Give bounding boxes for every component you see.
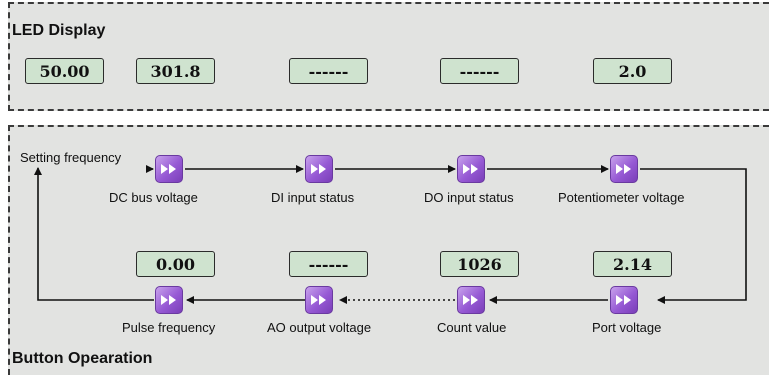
shift-button-pulse-frequency[interactable]: [155, 286, 183, 314]
led-value-4: ------: [440, 58, 519, 84]
di-input-status-label: DI input status: [271, 190, 355, 205]
port-voltage-label: Port voltage: [592, 320, 662, 335]
dc-bus-voltage-label: DC bus voltage: [109, 190, 198, 205]
button-operation-title: Button Opearation: [12, 350, 153, 367]
led-display-title: LED Display: [12, 22, 106, 39]
led-count-value: 1026: [440, 251, 519, 277]
double-right-arrow-icon: [616, 164, 631, 174]
led-value-3: ------: [289, 58, 368, 84]
arrow-pot-to-port: [640, 168, 747, 304]
led-value-1: 50.00: [25, 58, 104, 84]
shift-button-ao-output[interactable]: [305, 286, 333, 314]
double-right-arrow-icon: [311, 295, 326, 305]
potentiometer-voltage-label: Potentiometer voltage: [558, 190, 685, 205]
count-value-label: Count value: [437, 320, 507, 335]
led-pulse-frequency: 0.00: [136, 251, 215, 277]
shift-button-port-voltage[interactable]: [610, 286, 638, 314]
double-right-arrow-icon: [463, 295, 478, 305]
shift-button-do-input[interactable]: [457, 155, 485, 183]
led-value-2: 301.8: [136, 58, 215, 84]
led-value-5: 2.0: [593, 58, 672, 84]
shift-button-count-value[interactable]: [457, 286, 485, 314]
shift-button-potentiometer[interactable]: [610, 155, 638, 183]
led-ao-output: ------: [289, 251, 368, 277]
led-port-voltage: 2.14: [593, 251, 672, 277]
do-input-status-label: DO input status: [424, 190, 514, 205]
pulse-frequency-label: Pulse frequency: [122, 320, 216, 335]
double-right-arrow-icon: [161, 295, 176, 305]
arrow-pulse-to-setting: [34, 167, 154, 301]
double-right-arrow-icon: [616, 295, 631, 305]
shift-button-di-input[interactable]: [305, 155, 333, 183]
ao-output-voltage-label: AO output voltage: [267, 320, 372, 335]
double-right-arrow-icon: [161, 164, 176, 174]
shift-button-dc-bus[interactable]: [155, 155, 183, 183]
setting-frequency-label: Setting frequency: [20, 150, 122, 165]
button-operation-panel: [8, 125, 769, 375]
double-right-arrow-icon: [463, 164, 478, 174]
double-right-arrow-icon: [311, 164, 326, 174]
led-display-panel: [8, 2, 769, 111]
